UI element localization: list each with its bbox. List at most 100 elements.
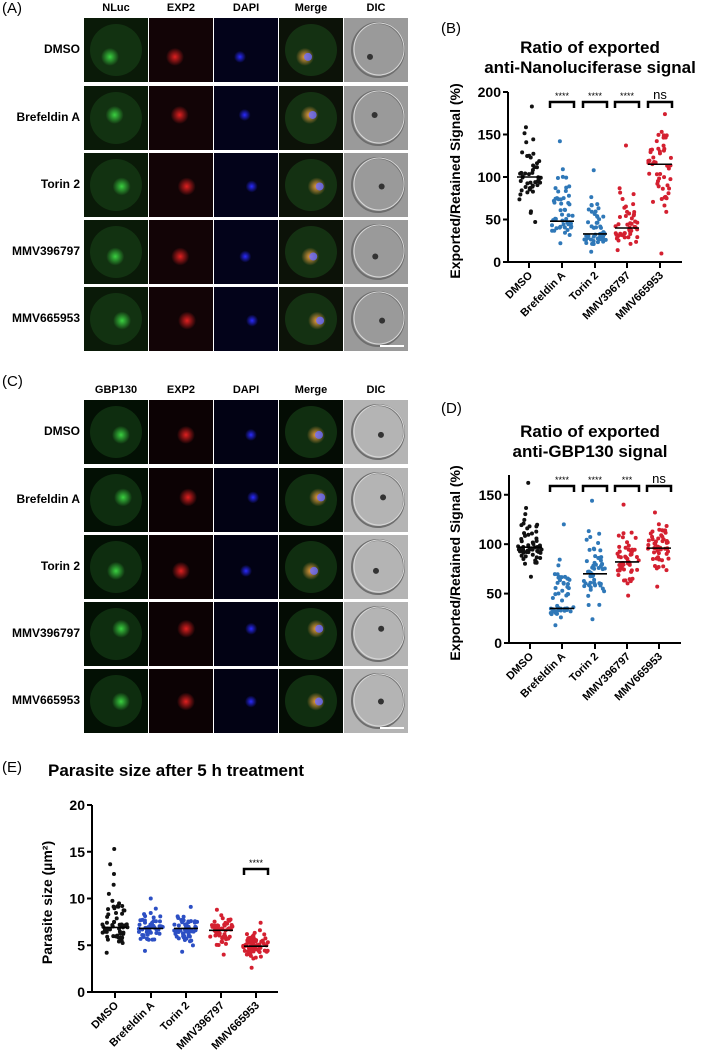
micrograph-exp2-torin-2	[149, 535, 213, 599]
micrograph-dic-mmv665953	[344, 287, 408, 351]
scale-bar	[380, 345, 404, 347]
micrograph-merge-mmv665953	[279, 669, 343, 733]
svg-text:100: 100	[479, 536, 503, 552]
svg-text:100: 100	[478, 169, 502, 185]
column-header-exp2: EXP2	[166, 2, 196, 14]
micrograph-exp2-dmso	[149, 400, 213, 464]
column-header-nluc: NLuc	[102, 2, 130, 14]
row-label-brefeldin-a: Brefeldin A	[16, 110, 80, 124]
svg-text:0: 0	[77, 984, 85, 1000]
svg-text:20: 20	[69, 797, 85, 813]
micrograph-merge-torin-2	[279, 535, 343, 599]
micrograph-nluc-torin-2	[84, 153, 148, 217]
svg-text:Exported/Retained Signal (%): Exported/Retained Signal (%)	[447, 465, 463, 660]
micrograph-merge-brefeldin-a	[279, 86, 343, 150]
micrograph-dapi-dmso	[214, 18, 278, 82]
column-header-merge: Merge	[294, 384, 328, 396]
micrograph-dic-torin-2	[344, 153, 408, 217]
panel-b-title: Ratio of exported anti-Nanoluciferase si…	[470, 38, 709, 78]
panel-d-title: Ratio of exported anti-GBP130 signal	[470, 422, 709, 462]
svg-text:****: ****	[588, 475, 603, 485]
panel-d-title-line2: anti-GBP130 signal	[512, 442, 668, 461]
svg-text:Torin 2: Torin 2	[158, 1000, 192, 1034]
micrograph-exp2-mmv665953	[149, 669, 213, 733]
panel-b-title-line1: Ratio of exported	[520, 38, 660, 57]
panel-d-title-line1: Ratio of exported	[520, 422, 660, 441]
svg-text:ns: ns	[652, 471, 666, 486]
svg-text:0: 0	[494, 635, 502, 651]
micrograph-merge-mmv396797	[279, 602, 343, 666]
micrograph-gbp130-mmv396797	[84, 602, 148, 666]
micrograph-dic-torin-2	[344, 535, 408, 599]
svg-text:150: 150	[478, 127, 502, 143]
svg-text:****: ****	[555, 475, 570, 485]
micrograph-dic-mmv396797	[344, 602, 408, 666]
row-label-mmv665953: MMV665953	[11, 311, 80, 325]
svg-text:****: ****	[588, 91, 603, 101]
column-header-dapi: DAPI	[232, 384, 260, 396]
micrograph-gbp130-brefeldin-a	[84, 468, 148, 532]
column-header-dic: DIC	[366, 384, 386, 396]
panel-e-letter: (E)	[2, 759, 22, 776]
svg-text:5: 5	[77, 937, 85, 953]
micrograph-dapi-mmv396797	[214, 602, 278, 666]
micrograph-merge-mmv396797	[279, 220, 343, 284]
micrograph-exp2-mmv665953	[149, 287, 213, 351]
micrograph-exp2-mmv396797	[149, 220, 213, 284]
scale-bar	[380, 727, 404, 729]
svg-text:ns: ns	[653, 87, 667, 102]
column-header-merge: Merge	[294, 2, 328, 14]
svg-text:200: 200	[478, 84, 502, 100]
panel-a-letter: (A)	[2, 0, 22, 17]
svg-text:0: 0	[493, 254, 501, 270]
micrograph-exp2-brefeldin-a	[149, 468, 213, 532]
svg-text:Parasite size (µm²): Parasite size (µm²)	[39, 841, 55, 964]
svg-text:****: ****	[620, 91, 635, 101]
row-label-torin-2: Torin 2	[40, 559, 80, 573]
micrograph-exp2-torin-2	[149, 153, 213, 217]
micrograph-exp2-brefeldin-a	[149, 86, 213, 150]
micrograph-merge-dmso	[279, 400, 343, 464]
micrograph-dic-brefeldin-a	[344, 86, 408, 150]
svg-text:10: 10	[69, 891, 85, 907]
svg-text:Exported/Retained Signal (%): Exported/Retained Signal (%)	[447, 83, 463, 278]
micrograph-dapi-mmv665953	[214, 287, 278, 351]
micrograph-gbp130-torin-2	[84, 535, 148, 599]
svg-text:50: 50	[485, 212, 501, 228]
column-header-gbp130: GBP130	[94, 384, 138, 396]
micrograph-merge-brefeldin-a	[279, 468, 343, 532]
micrograph-merge-mmv665953	[279, 287, 343, 351]
micrograph-dapi-mmv665953	[214, 669, 278, 733]
micrograph-dic-dmso	[344, 400, 408, 464]
micrograph-nluc-mmv396797	[84, 220, 148, 284]
row-label-brefeldin-a: Brefeldin A	[16, 492, 80, 506]
panel-b-title-line2: anti-Nanoluciferase signal	[484, 58, 696, 77]
micrograph-exp2-mmv396797	[149, 602, 213, 666]
row-label-mmv665953: MMV665953	[11, 693, 80, 707]
svg-text:150: 150	[479, 487, 503, 503]
micrograph-dic-mmv396797	[344, 220, 408, 284]
svg-text:50: 50	[486, 586, 502, 602]
column-header-dapi: DAPI	[232, 2, 260, 14]
row-label-mmv396797: MMV396797	[11, 626, 80, 640]
svg-text:***: ***	[622, 475, 633, 485]
svg-text:DMSO: DMSO	[89, 999, 121, 1031]
panel-e-title: Parasite size after 5 h treatment	[48, 761, 305, 780]
micrograph-dic-dmso	[344, 18, 408, 82]
micrograph-gbp130-dmso	[84, 400, 148, 464]
micrograph-dapi-mmv396797	[214, 220, 278, 284]
row-label-torin-2: Torin 2	[40, 177, 80, 191]
micrograph-gbp130-mmv665953	[84, 669, 148, 733]
micrograph-dapi-torin-2	[214, 153, 278, 217]
micrograph-dic-mmv665953	[344, 669, 408, 733]
micrograph-merge-dmso	[279, 18, 343, 82]
svg-text:****: ****	[249, 858, 264, 868]
panel-c-letter: (C)	[2, 373, 23, 390]
micrograph-nluc-brefeldin-a	[84, 86, 148, 150]
micrograph-dapi-brefeldin-a	[214, 86, 278, 150]
panel-d-letter: (D)	[441, 400, 462, 417]
micrograph-merge-torin-2	[279, 153, 343, 217]
